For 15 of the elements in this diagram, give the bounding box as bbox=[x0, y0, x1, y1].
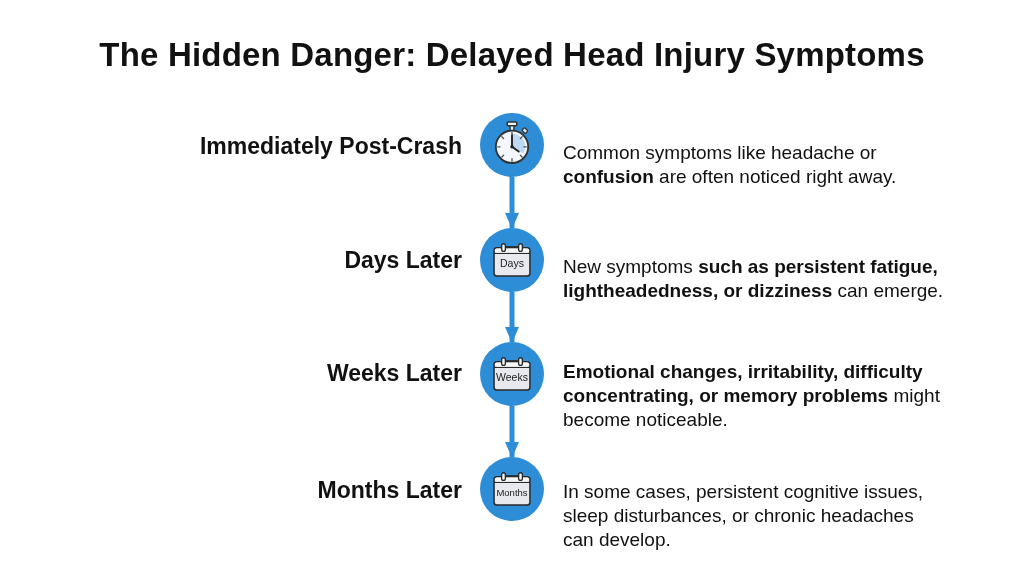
stage-heading: Days Later bbox=[343, 246, 462, 274]
title: The Hidden Danger: Delayed Head Injury Symptoms bbox=[98, 36, 926, 74]
description-text: In some cases, persistent cognitive issues, sleep disturbances, or chronic headaches can develop. bbox=[563, 480, 925, 552]
description-text: Common symptoms like headache or confusion are often noticed right away. bbox=[563, 141, 898, 189]
period-label: Months bbox=[495, 486, 529, 499]
period-label: Weeks bbox=[495, 371, 529, 384]
period-label: Days bbox=[499, 257, 525, 270]
description-text: Emotional changes, irritability, difficulty concentrating, or memory problems might become noticeable. bbox=[563, 360, 941, 432]
arrow bbox=[505, 406, 519, 458]
arrow bbox=[505, 177, 519, 229]
stage-heading: Weeks Later bbox=[325, 359, 462, 387]
stage-heading: Months Later bbox=[316, 476, 462, 504]
stage-heading: Immediately Post-Crash bbox=[198, 132, 462, 160]
description-text: New symptoms such as persistent fatigue, lightheadedness, or dizziness can emerge. bbox=[563, 255, 945, 303]
arrow bbox=[505, 292, 519, 343]
